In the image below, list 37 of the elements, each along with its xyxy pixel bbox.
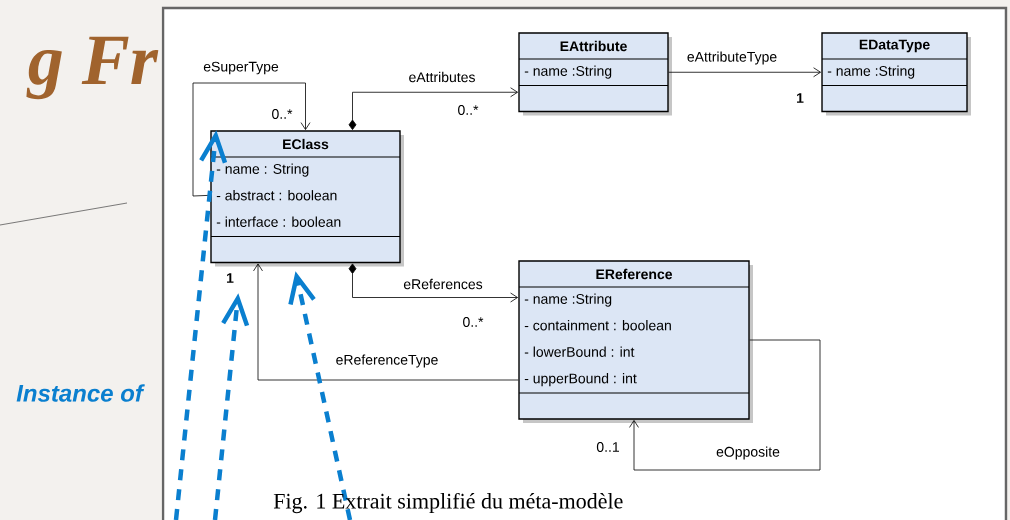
attribute-text: - abstract : boolean xyxy=(216,190,337,201)
multiplicity-label: 0..* xyxy=(463,317,484,327)
class-name: EClass xyxy=(283,138,329,150)
edge-label: eReferenceType xyxy=(334,353,440,369)
class-box xyxy=(210,130,404,267)
arrow xyxy=(253,263,519,381)
arrow xyxy=(192,82,311,197)
arrow xyxy=(668,67,821,78)
multiplicity-label: 0..* xyxy=(272,109,293,119)
class-box xyxy=(821,32,971,116)
class-name: EDataType xyxy=(859,39,930,53)
attribute-text: - interface : boolean xyxy=(216,216,341,227)
attribute-text: - name : String xyxy=(216,163,309,177)
class-box xyxy=(518,260,753,423)
multiplicity-label: 1 xyxy=(797,93,804,103)
attribute-text: - name :String xyxy=(524,65,612,79)
arrow xyxy=(212,293,250,520)
multiplicity-label: 0..* xyxy=(458,105,479,115)
edge-label: eOpposite xyxy=(715,445,781,461)
class-name: EAttribute xyxy=(560,40,627,52)
title-fragment: g Fr xyxy=(26,36,159,100)
attribute-text: - upperBound : int xyxy=(524,373,637,387)
attribute-text: - containment : boolean xyxy=(524,320,671,331)
multiplicity-label: 0..1 xyxy=(596,442,619,452)
arrow xyxy=(348,263,518,303)
attribute-text: - lowerBound : int xyxy=(524,346,635,357)
arrow xyxy=(629,339,821,471)
arrow xyxy=(288,271,353,520)
arrow xyxy=(348,87,518,130)
annotation-text: Instance of xyxy=(16,384,145,402)
class-box xyxy=(518,32,672,116)
attribute-text: - name :String xyxy=(524,293,612,307)
class-name: EReference xyxy=(596,268,673,280)
arrow xyxy=(173,130,228,520)
figure-caption: Fig. 1 Extrait simplifié du méta-modèle xyxy=(273,492,623,514)
attribute-text: - name :String xyxy=(827,65,915,79)
edge-label: eAttributeType xyxy=(685,50,779,66)
